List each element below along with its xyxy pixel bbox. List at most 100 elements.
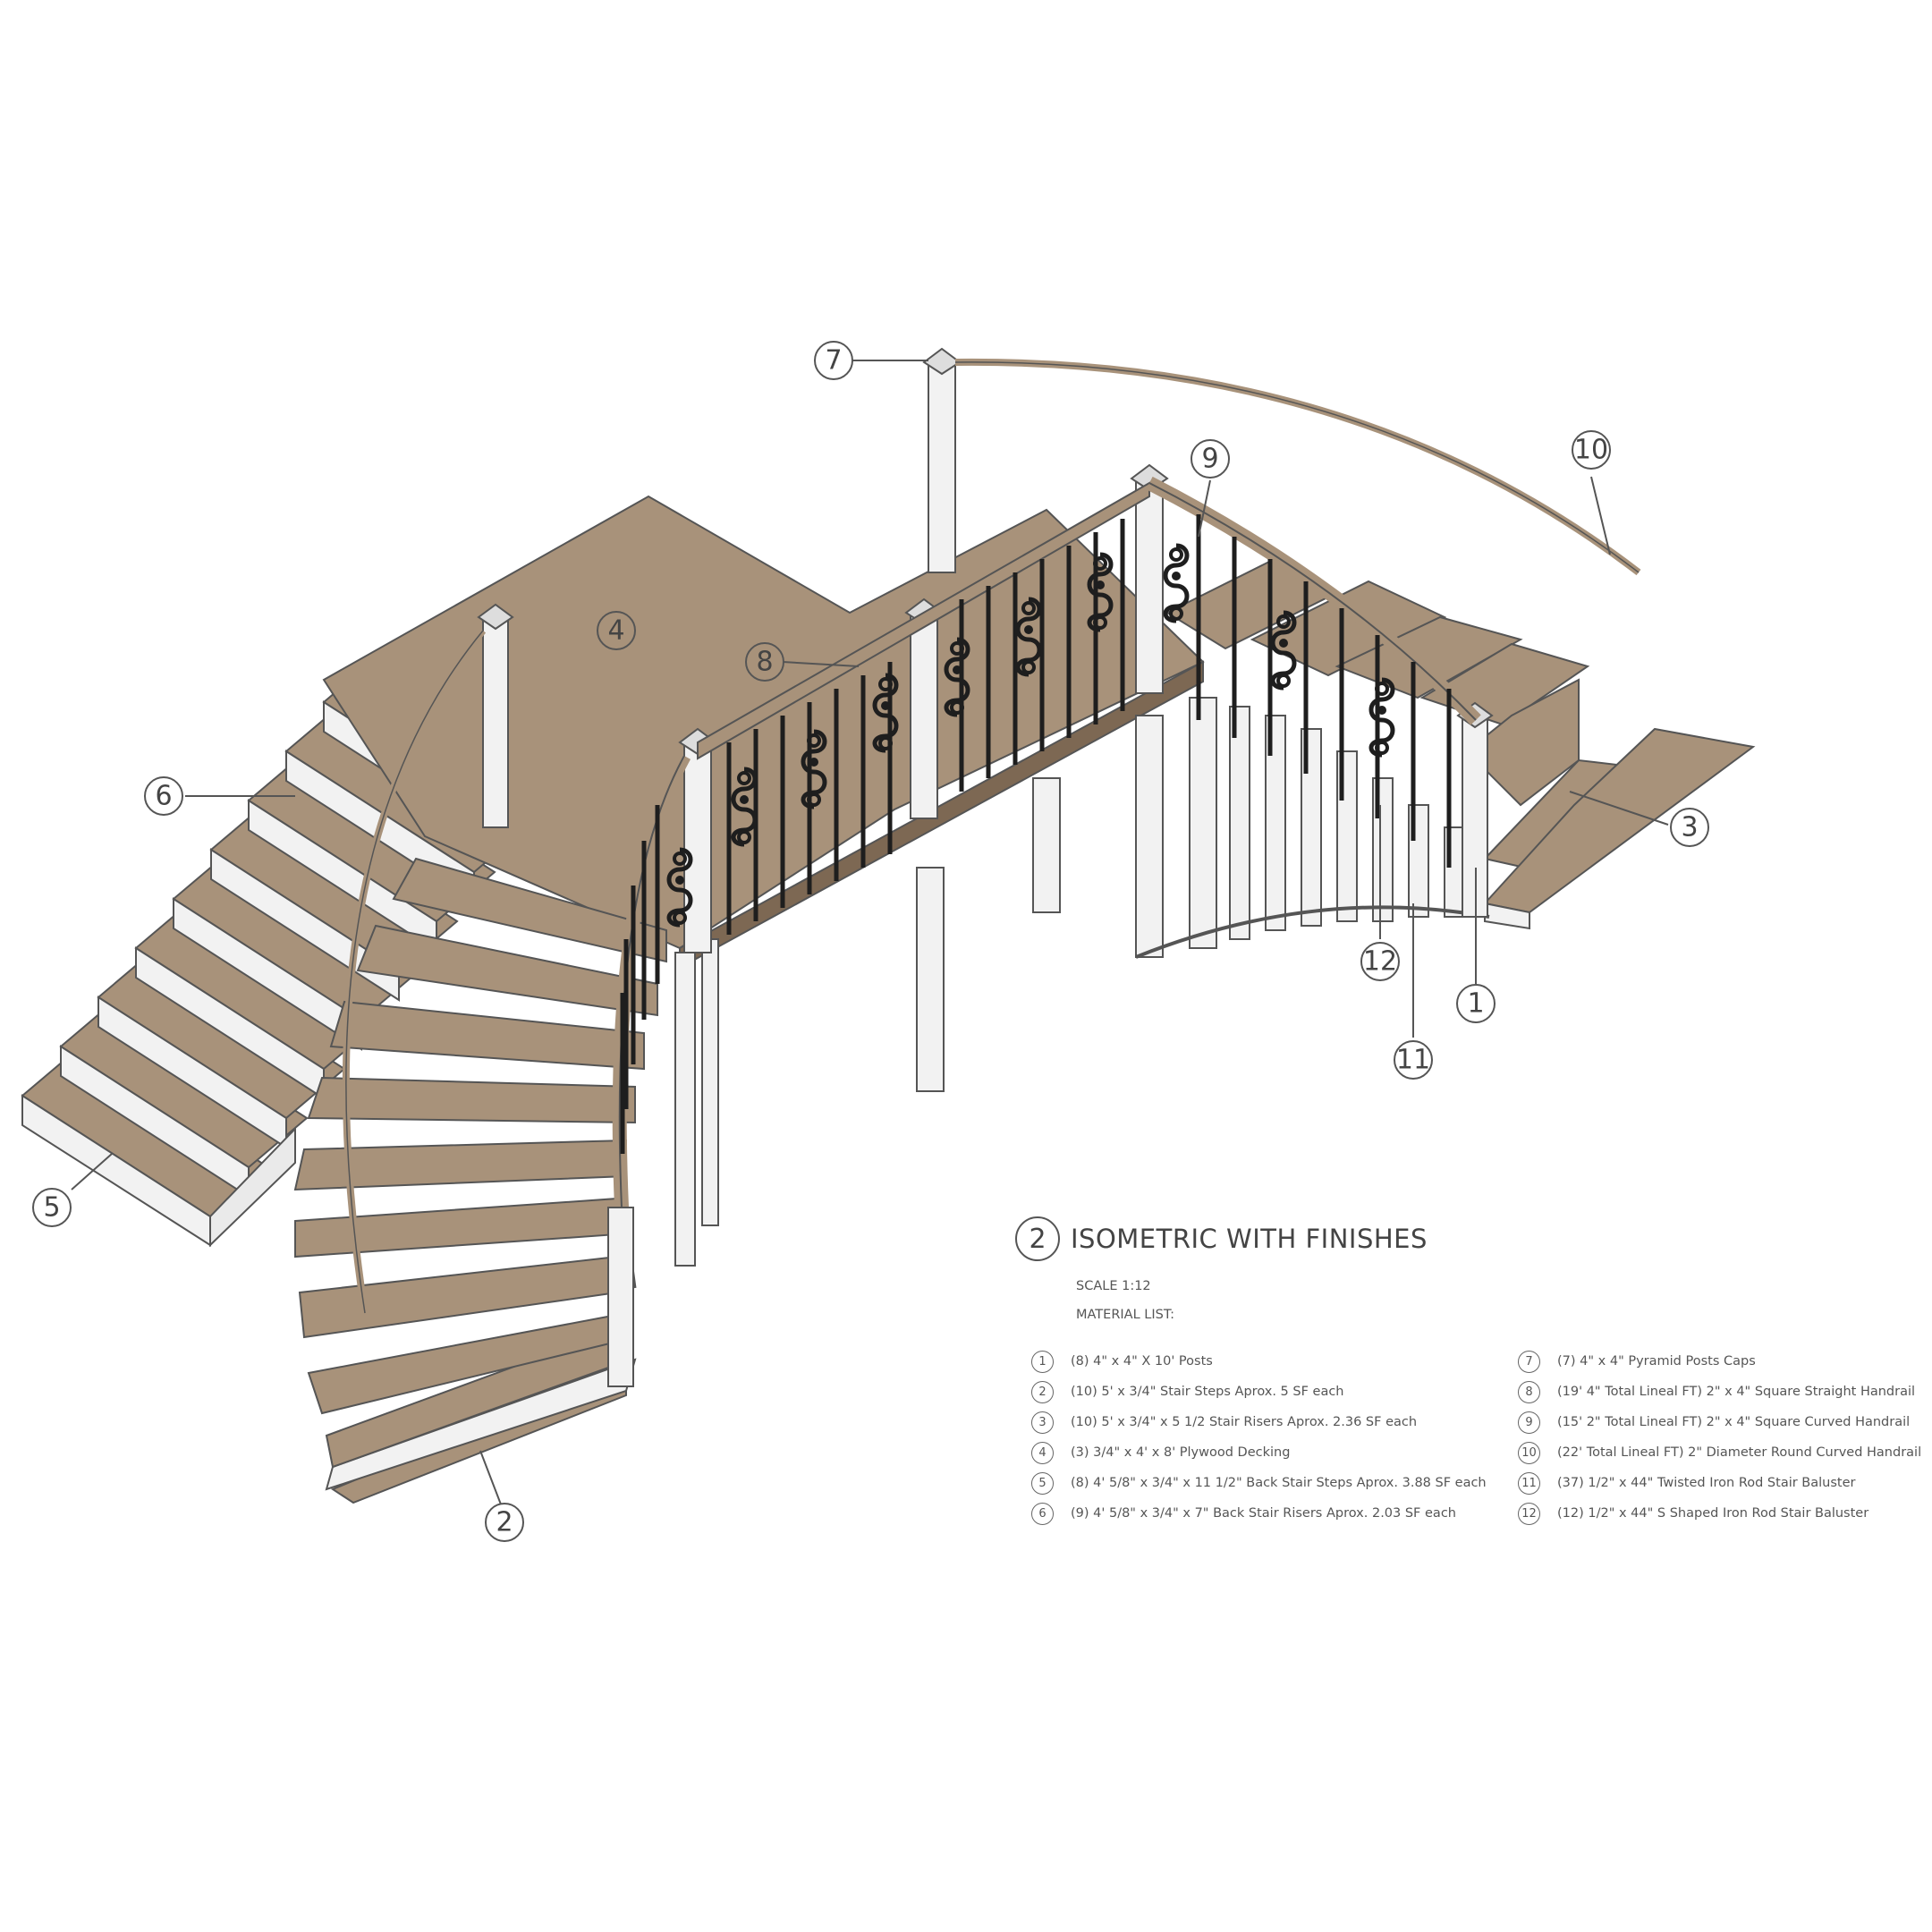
framing-post-4 — [1189, 697, 1217, 949]
upper-stair-step-5 — [1465, 678, 1580, 807]
post-rail-left — [683, 741, 712, 953]
callout-circle-11 — [1394, 1040, 1433, 1080]
material-text: (10) 5' x 3/4" Stair Steps Aprox. 5 SF e… — [1071, 1385, 1344, 1399]
material-number: 1 — [1031, 1350, 1054, 1373]
callout-circle-8 — [745, 642, 784, 682]
material-number: 8 — [1518, 1380, 1540, 1403]
material-number: 12 — [1518, 1502, 1540, 1525]
callout-labels: 7 9 10 4 8 6 3 12 1 11 5 2 — [43, 345, 1698, 1538]
main-stair-balusters — [620, 805, 660, 1154]
curved-railing-right — [1146, 476, 1481, 868]
main-stair-newel-post — [607, 1207, 634, 1387]
material-item: 9 (15' 2" Total Lineal FT) 2" x 4" Square… — [1518, 1407, 1929, 1437]
callout-circle-9 — [1191, 439, 1230, 479]
drawing-number: 2 — [1015, 1216, 1060, 1261]
material-text: (7) 4" x 4" Pyramid Posts Caps — [1557, 1354, 1756, 1368]
callout-circle-7 — [814, 341, 853, 380]
material-number: 2 — [1031, 1380, 1054, 1403]
framing-stud-1 — [1229, 706, 1250, 940]
main-stair-curved-handrail-edge — [618, 755, 685, 1208]
curved-stair-tread-7 — [307, 1076, 636, 1124]
post-rail-right — [1135, 478, 1164, 694]
callout-label-4: 4 — [607, 615, 624, 647]
material-item: 12 (12) 1/2" x 44" S Shaped Iron Rod Stai… — [1518, 1498, 1929, 1529]
baluster-twisted-row-2 — [959, 519, 1125, 792]
framing-stud-2 — [1265, 715, 1286, 931]
callout-leader-2 — [479, 1450, 502, 1505]
material-text: (22' Total Lineal FT) 2" Diameter Round … — [1557, 1445, 1922, 1460]
framing-post-2 — [1032, 777, 1061, 913]
material-number: 3 — [1031, 1411, 1054, 1434]
material-item: 8(19' 4" Total Lineal FT) 2" x 4" Square… — [1518, 1377, 1929, 1407]
posts — [477, 347, 1494, 953]
post-landing-left — [482, 616, 509, 828]
callout-circle-1 — [1456, 984, 1496, 1023]
curved-stair-riser-1 — [325, 1358, 637, 1491]
callout-label-10: 10 — [1574, 435, 1608, 466]
callout-label-5: 5 — [43, 1192, 60, 1224]
framing-post-3 — [1135, 715, 1164, 958]
material-item: 7 (7) 4" x 4" Pyramid Posts Caps — [1518, 1346, 1929, 1377]
callout-label-11: 11 — [1396, 1045, 1430, 1076]
s-baluster-9 — [1371, 680, 1393, 755]
material-item: 11(37) 1/2" x 44" Twisted Iron Rod Stair… — [1518, 1468, 1929, 1498]
round-handrail-top-edge — [954, 361, 1640, 573]
callout-leader-5 — [71, 1153, 113, 1191]
callout-label-12: 12 — [1363, 946, 1397, 978]
callout-circle-3 — [1670, 808, 1709, 847]
callout-leader-8 — [782, 661, 860, 667]
framing-curved-base — [1135, 905, 1490, 959]
material-text: (10) 5' x 3/4" x 5 1/2 Stair Risers Apro… — [1071, 1415, 1418, 1429]
drawing-title-row: 2 ISOMETRIC WITH FINISHES — [1015, 1216, 1910, 1261]
callout-label-9: 9 — [1201, 444, 1218, 475]
material-number: 6 — [1031, 1502, 1054, 1525]
material-item: 6(9) 4' 5/8" x 3/4" x 7" Back Stair Rise… — [1031, 1498, 1514, 1529]
callout-label-2: 2 — [496, 1507, 513, 1538]
curved-stair-tread-9 — [356, 924, 658, 1017]
curved-square-handrail-edge — [1148, 482, 1477, 721]
material-item: 3 (10) 5' x 3/4" x 5 1/2 Stair Risers Apr… — [1031, 1407, 1514, 1437]
callouts — [32, 341, 1709, 1542]
title-block: 2 ISOMETRIC WITH FINISHES SCALE 1:12 MAT… — [1015, 1216, 1921, 1525]
callout-label-6: 6 — [155, 781, 172, 812]
material-number: 11 — [1518, 1471, 1540, 1495]
callout-label-1: 1 — [1467, 988, 1484, 1020]
material-text: (3) 3/4" x 4' x 8' Plywood Decking — [1071, 1445, 1291, 1460]
material-number: 5 — [1031, 1471, 1054, 1495]
callout-leader-3 — [1569, 791, 1669, 826]
material-number: 9 — [1518, 1411, 1540, 1434]
callout-label-3: 3 — [1681, 812, 1698, 843]
material-text: (15' 2" Total Lineal FT) 2" x 4" Square … — [1557, 1415, 1911, 1429]
material-text: (8) 4" x 4" X 10' Posts — [1071, 1354, 1213, 1368]
callout-circle-6 — [144, 776, 183, 816]
drawing-title: ISOMETRIC WITH FINISHES — [1071, 1224, 1428, 1254]
baluster-twisted-right — [1196, 514, 1452, 868]
straight-handrail — [697, 481, 1150, 760]
material-list-left: 1 (8) 4" x 4" X 10' Posts 2 (10) 5' x 3/4"… — [1031, 1346, 1514, 1529]
material-number: 4 — [1031, 1441, 1054, 1464]
upper-right-stair — [1165, 557, 1756, 930]
material-text: (8) 4' 5/8" x 3/4" x 11 1/2" Back Stair … — [1071, 1476, 1487, 1490]
framing-post-left-1 — [674, 952, 696, 1267]
material-text: (12) 1/2" x 44" S Shaped Iron Rod Stair … — [1557, 1506, 1869, 1521]
callout-circle-4 — [597, 611, 636, 650]
curved-stair-tread-8 — [329, 1000, 645, 1071]
callout-leader-9 — [1198, 479, 1211, 538]
callout-circle-5 — [32, 1188, 72, 1227]
material-list-label: MATERIAL LIST: — [1076, 1308, 1174, 1322]
callout-circle-2 — [485, 1503, 524, 1542]
framing-post-1 — [916, 867, 945, 1092]
post-top-center — [928, 361, 956, 573]
straight-railing — [697, 481, 1150, 935]
callout-label-8: 8 — [756, 647, 773, 678]
framing-stud-3 — [1301, 728, 1322, 927]
drawing-scale: SCALE 1:12 — [1076, 1279, 1151, 1293]
round-handrail-left-edge — [345, 630, 484, 1314]
material-number: 7 — [1518, 1350, 1540, 1373]
material-item: 2 (10) 5' x 3/4" Stair Steps Aprox. 5 SF … — [1031, 1377, 1514, 1407]
back-stair-side — [209, 1126, 296, 1248]
material-item: 4 (3) 3/4" x 4' x 8' Plywood Decking — [1031, 1437, 1514, 1468]
material-item: 1 (8) 4" x 4" X 10' Posts — [1031, 1346, 1514, 1377]
post-rail-mid — [910, 612, 938, 819]
curved-stair-tread-10 — [392, 857, 667, 963]
